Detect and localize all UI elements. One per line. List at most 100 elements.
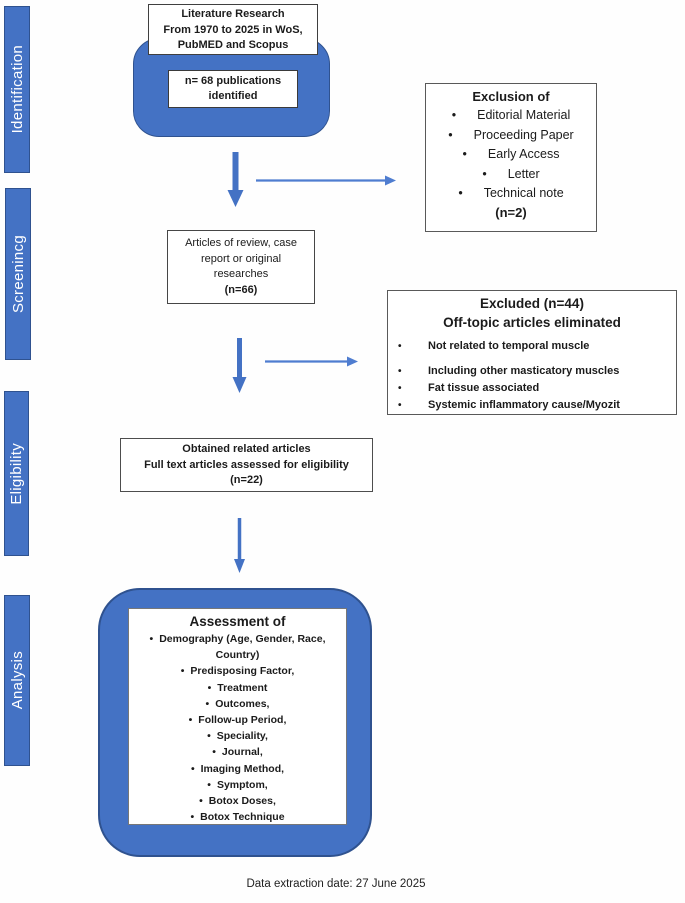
box-line: report or original — [200, 252, 282, 265]
bullet-list-item: • Treatment — [129, 680, 346, 696]
screening-count: (n=66) — [224, 283, 258, 296]
screening-result-box: Articles of review, case report or origi… — [167, 230, 315, 304]
bullet-list-item: • Not related to temporal muscle — [388, 338, 676, 355]
stage-label: Screenincg — [9, 234, 27, 314]
bullet-icon: • — [207, 681, 212, 694]
bullet-list-item-text: Botox Doses, — [208, 795, 276, 808]
bullet-list-item: • Proceeding Paper — [426, 126, 596, 146]
bullet-icon: • — [458, 186, 463, 200]
sidebar-stage-eligibility: Eligibility — [4, 391, 29, 556]
bullet-list-item: • Systemic inflammatory cause/Myozit — [388, 397, 676, 414]
box-line: Full text articles assessed for eligibil… — [144, 458, 349, 471]
stage-label: Identification — [8, 45, 26, 134]
bullet-list-item: • Symptom, — [129, 777, 346, 793]
bullet-list-item-text: Follow-up Period, — [198, 714, 287, 727]
box-title: Exclusion of — [472, 89, 550, 104]
bullet-icon: • — [398, 366, 402, 377]
box-line: identified — [208, 90, 258, 102]
bullet-icon: • — [190, 811, 195, 824]
bullet-list-item-text: Symptom, — [216, 778, 268, 791]
box-line: Obtained related articles — [182, 443, 311, 455]
exclusion-count: (n=2) — [495, 204, 527, 220]
down-arrow-icon — [234, 518, 245, 573]
bullet-list-item-text: Predisposing Factor, — [190, 665, 295, 678]
sidebar-stage-screening: Screenincg — [5, 188, 31, 360]
bullet-list-item: • Predisposing Factor, — [129, 663, 346, 679]
bullet-list-item: •Botox Doses, — [129, 793, 346, 809]
box-line: Literature Research — [181, 8, 285, 20]
box-line: (n=22) — [230, 474, 263, 486]
box-line: n= 68 publications — [184, 75, 282, 87]
bullet-list-item-text: Botox Technique — [200, 811, 285, 824]
bullet-list-item: • Editorial Material — [426, 106, 596, 126]
bullet-icon: • — [398, 400, 402, 411]
box-line: researches — [213, 268, 269, 280]
bullet-icon: • — [462, 147, 467, 161]
bullet-icon: • — [398, 383, 402, 394]
right-arrow-icon — [256, 175, 396, 186]
bullet-list-item: •Outcomes, — [129, 696, 346, 712]
bullet-icon: • — [207, 778, 211, 791]
bullet-list-item: • Journal, — [129, 744, 346, 760]
bullet-list-item: • Botox Technique — [129, 809, 346, 825]
bullet-list-item-text: Demography (Age, Gender, Race, Country) — [159, 633, 326, 662]
excluded-offtopic-box: Excluded (n=44) Off-topic articles elimi… — [387, 290, 677, 415]
bullet-list-item-text: Not related to temporal muscle — [428, 340, 590, 352]
literature-search-box: Literature Research From 1970 to 2025 in… — [148, 4, 318, 55]
data-extraction-date-note: Data extraction date: 27 June 2025 — [246, 878, 426, 890]
bullet-icon: • — [398, 341, 402, 352]
assessment-box: Assessment of • Demography (Age, Gender, … — [128, 608, 347, 825]
bullet-list-item-text: Letter — [507, 166, 540, 181]
bullet-list-item: • Technical note — [426, 184, 596, 204]
down-arrow-icon — [232, 338, 247, 393]
bullet-list-item-text: Treatment — [217, 681, 268, 694]
bullet-list-item-text: Technical note — [483, 186, 564, 200]
bullet-icon: • — [212, 746, 216, 759]
bullet-list-item: • Early Access — [426, 145, 596, 165]
box-subtitle: Off-topic articles eliminated — [443, 314, 621, 330]
bullet-icon: • — [188, 714, 193, 727]
identified-count-box: n= 68 publications identified — [168, 70, 298, 108]
box-line: PubMED and Scopus — [177, 39, 289, 51]
box-title: Assessment of — [189, 614, 286, 629]
bullet-list-item-text: Fat tissue associated — [428, 382, 540, 394]
sidebar-stage-analysis: Analysis — [4, 595, 30, 766]
exclusion-box: Exclusion of • Editorial Material • Proceed… — [425, 83, 597, 232]
exclusion-list: •Editorial Material•Proceeding Paper•Ear… — [426, 106, 596, 204]
bullet-icon: • — [149, 633, 154, 645]
box-line: Articles of review, case — [185, 237, 297, 249]
bullet-list-item: • Demography (Age, Gender, Race, Country) — [129, 631, 346, 663]
bullet-list-item-text: Editorial Material — [477, 108, 571, 122]
bullet-icon: • — [451, 108, 457, 122]
bullet-icon: • — [190, 762, 195, 775]
bullet-list-item: • Including other masticatory muscles — [388, 363, 676, 380]
stage-label: Analysis — [8, 651, 26, 710]
box-title: Excluded (n=44) — [480, 296, 584, 311]
right-arrow-icon — [265, 356, 358, 367]
down-arrow-icon — [227, 152, 244, 207]
eligibility-box: Obtained related articles Full text arti… — [120, 438, 373, 492]
bullet-list-item: • Imaging Method, — [129, 761, 346, 777]
bullet-list-item: • Speciality, — [129, 728, 346, 744]
bullet-list-item-text: Early Access — [487, 147, 560, 161]
bullet-icon: • — [180, 665, 185, 678]
stage-label: Eligibility — [8, 442, 25, 505]
bullet-list-item-text: Including other masticatory muscles — [428, 365, 620, 377]
bullet-icon: • — [207, 730, 211, 743]
bullet-icon: • — [448, 127, 453, 142]
excluded-list: • Not related to temporal muscle • Includin… — [388, 338, 676, 414]
bullet-list-item-text: Proceeding Paper — [473, 127, 574, 142]
bullet-list-item-text: Outcomes, — [215, 697, 270, 710]
sidebar-stage-identification: Identification — [4, 6, 30, 173]
bullet-icon: • — [482, 166, 487, 181]
bullet-list-item: • Fat tissue associated — [388, 380, 676, 397]
assessment-list: • Demography (Age, Gender, Race, Country)… — [129, 631, 346, 825]
bullet-list-item-text: Speciality, — [216, 730, 268, 743]
bullet-list-item-text: Journal, — [221, 746, 263, 759]
bullet-list-item: • Follow-up Period, — [129, 712, 346, 728]
bullet-list-item-text: Imaging Method, — [200, 762, 285, 775]
bullet-list-item-text: Systemic inflammatory cause/Myozit — [428, 399, 620, 411]
box-line: From 1970 to 2025 in WoS, — [163, 23, 303, 36]
bullet-list-item: • Letter — [426, 165, 596, 185]
